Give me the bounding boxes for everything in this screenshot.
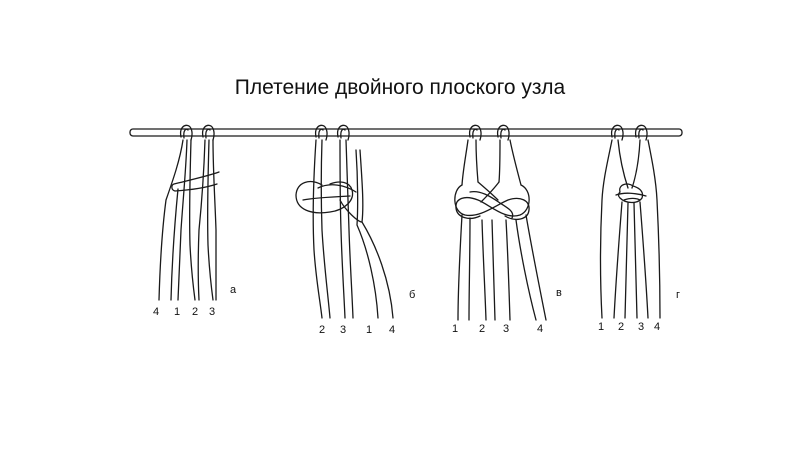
cord-number-label: 3 <box>340 324 346 336</box>
cord-number-label: 2 <box>192 306 198 318</box>
step-letter: а <box>230 284 237 296</box>
cord-number-label: 1 <box>452 323 458 335</box>
cord-number-label: 3 <box>503 323 509 335</box>
knot-step-d <box>599 124 661 319</box>
step-letter: г <box>676 289 680 301</box>
step-b-labels: 2 3 1 4 б <box>319 289 415 336</box>
diagram-title: Плетение двойного плоского узла <box>234 76 566 99</box>
knot-step-a <box>158 124 220 301</box>
step-c-labels: 1 2 3 4 в <box>452 287 562 335</box>
cord-number-label: 2 <box>618 321 624 333</box>
cord-number-label: 1 <box>366 324 372 336</box>
holding-bar <box>129 128 683 137</box>
cord-number-label: 4 <box>537 323 543 335</box>
knot-step-b <box>295 124 394 319</box>
cord-number-label: 4 <box>654 321 660 333</box>
step-a-labels: 4 1 2 3 а <box>153 284 237 318</box>
step-d-labels: 1 2 3 4 г <box>598 289 680 333</box>
knot-step-c <box>454 124 547 321</box>
step-letter: б <box>409 289 415 301</box>
cord-number-label: 3 <box>638 321 644 333</box>
step-letter: в <box>556 287 562 299</box>
cord-number-label: 1 <box>174 306 180 318</box>
cord-number-label: 2 <box>479 323 485 335</box>
cord-number-label: 4 <box>389 324 395 336</box>
cord-number-label: 3 <box>209 306 215 318</box>
cord-number-label: 1 <box>598 321 604 333</box>
cord-number-label: 4 <box>153 306 159 318</box>
cord-number-label: 2 <box>319 324 325 336</box>
